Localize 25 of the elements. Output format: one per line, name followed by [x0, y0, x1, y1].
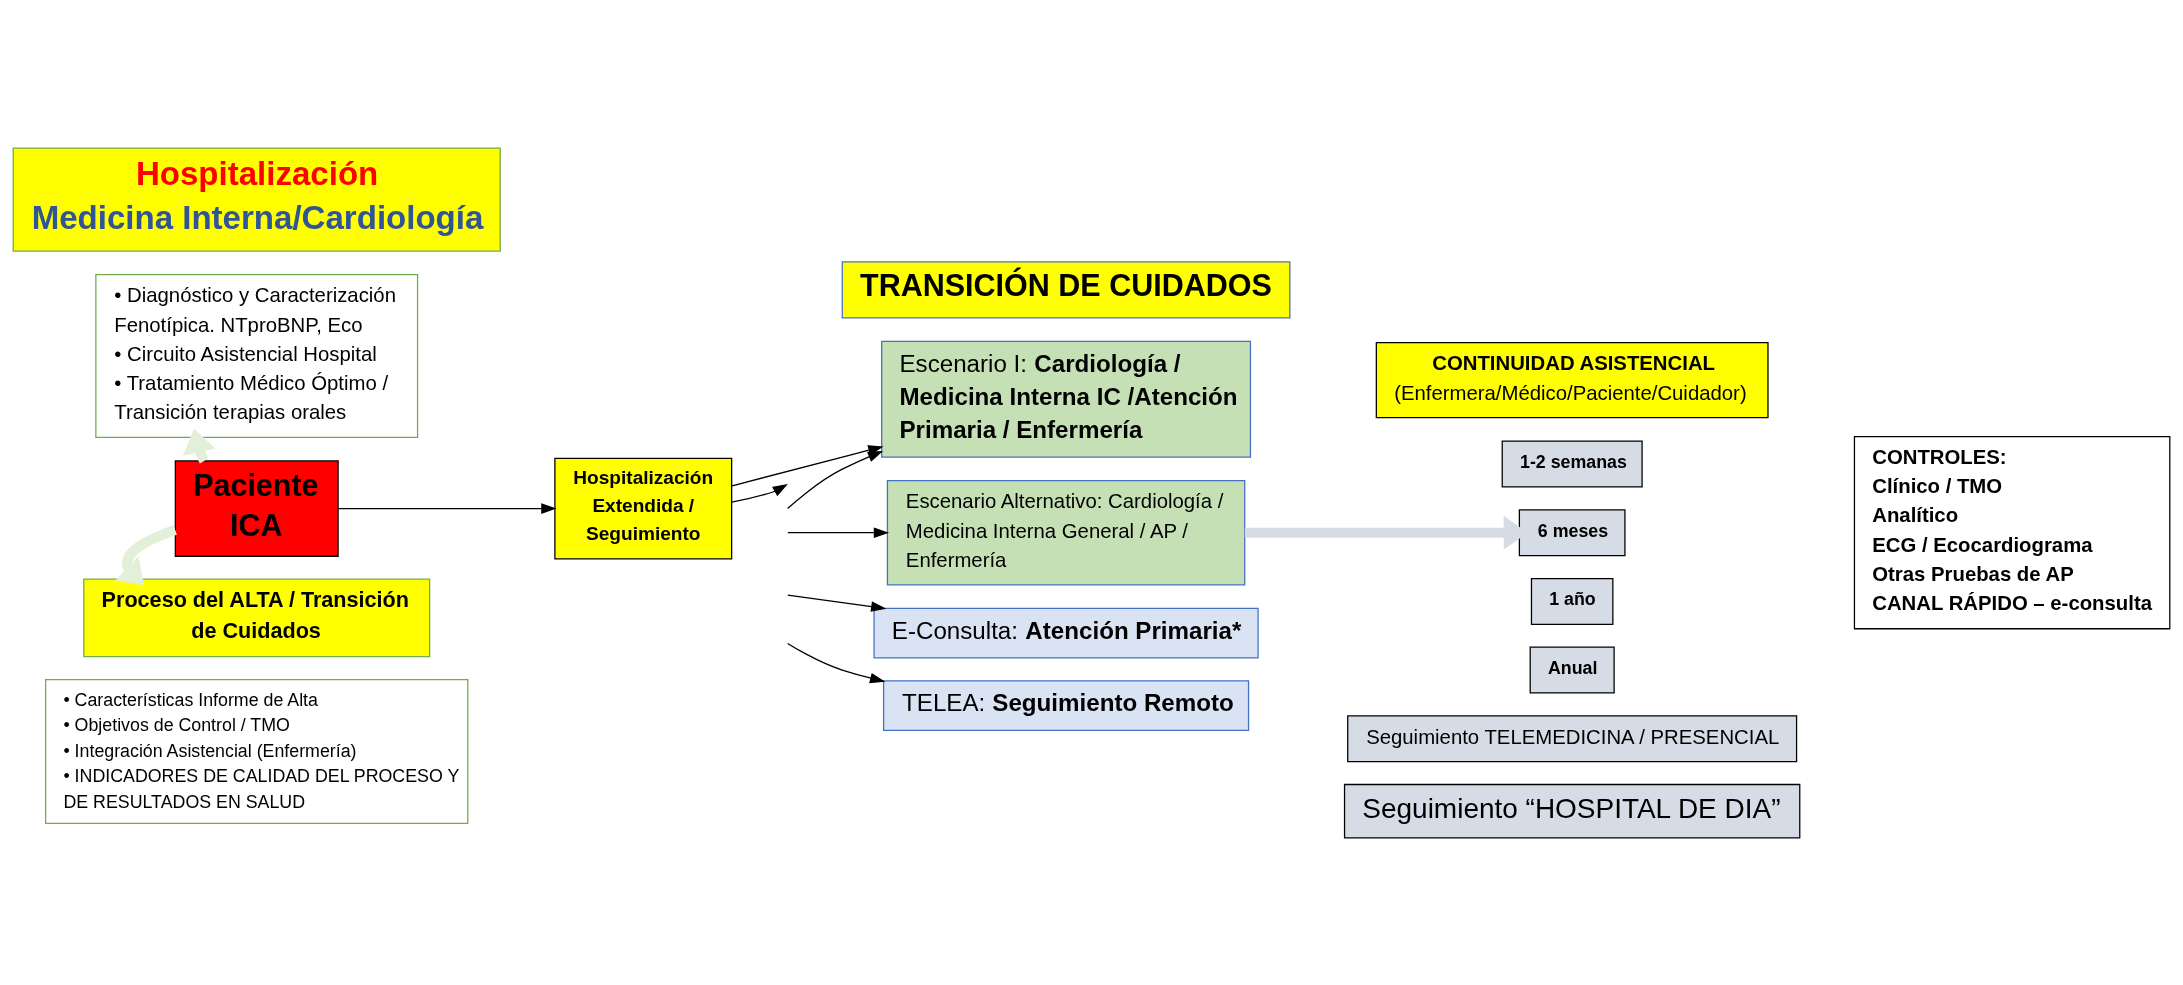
- node-box: Seguimiento TELEMEDICINA / PRESENCIAL: [1347, 714, 1798, 762]
- node-box: TELEA: Seguimiento Remoto: [882, 679, 1250, 731]
- node-box: CONTINUIDAD ASISTENCIAL (Enfermera/Médico/Paciente/Cuidador): [1375, 341, 1769, 418]
- node-box: CONTROLES: Clínico / TMO Analítico ECG / Ecocardiograma Otras Pruebas de AP CANAL RÁPIDO – e-consulta: [1853, 435, 2171, 629]
- arrow: [787, 642, 886, 683]
- node-box: Escenario I: Cardiología / Medicina Interna IC /Atención Primaria / Enfermería: [881, 340, 1252, 458]
- arrow: [337, 502, 557, 514]
- node-box: Hospitalización Medicina Interna/Cardiología: [12, 146, 501, 252]
- node-box: Hospitalización Extendida / Seguimiento: [554, 457, 733, 559]
- node-box: Anual: [1529, 646, 1615, 694]
- node-box: 6 meses: [1518, 508, 1626, 556]
- node-box: • Características Informe de Alta • Objetivos de Control / TMO • Integración Asistencial (Enfermería) • INDICADORES DE CALIDAD DEL PROCESO Y DE RESULTADOS EN SALUD: [45, 678, 469, 824]
- node-box: 1-2 semanas: [1501, 440, 1643, 488]
- node-box: Seguimiento “HOSPITAL DE DIA”: [1343, 783, 1801, 839]
- arrow: [787, 526, 890, 538]
- node-box: E-Consulta: Atención Primaria*: [873, 607, 1259, 659]
- node-box: • Diagnóstico y Caracterización Fenotípica. NTproBNP, Eco • Circuito Asistencial Hospital • Tratamiento Médico Óptimo / Transición terapias orales: [95, 273, 419, 438]
- node-box: 1 año: [1530, 577, 1614, 625]
- node-box: Escenario Alternativo: Cardiología / Medicina Interna General / AP / Enfermería: [886, 479, 1246, 585]
- node-box: TRANSICIÓN DE CUIDADOS: [841, 260, 1291, 318]
- arrow: [731, 483, 788, 503]
- arrow: [115, 524, 177, 585]
- arrow: [787, 593, 887, 612]
- node-box: Proceso del ALTA / Transición de Cuidados: [83, 578, 431, 657]
- node-box: Paciente ICA: [174, 459, 339, 557]
